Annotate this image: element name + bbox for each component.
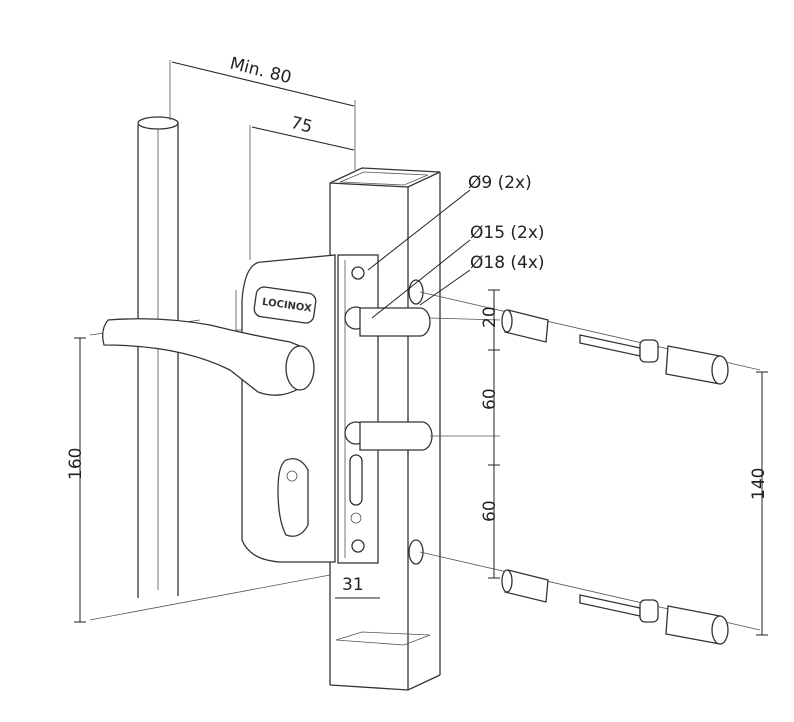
label-spacing-middle: 60 xyxy=(480,388,500,410)
label-post-width: 31 xyxy=(342,575,364,595)
label-handle-height: 160 xyxy=(66,448,86,480)
dimension-lines xyxy=(74,61,768,636)
lever-handle xyxy=(102,318,315,396)
label-hole-9: Ø9 (2x) xyxy=(468,173,532,193)
label-spacing-top: 20 xyxy=(480,306,500,328)
label-spacing-bottom: 60 xyxy=(480,500,500,522)
label-fixing-span: 140 xyxy=(749,468,769,500)
round-pole xyxy=(137,116,179,598)
label-hole-15: Ø15 (2x) xyxy=(470,223,545,243)
fixing-sets xyxy=(419,291,761,645)
gate-lock: LOCINOX xyxy=(235,254,433,564)
label-depth: 75 xyxy=(289,113,315,138)
label-hole-18: Ø18 (4x) xyxy=(470,253,545,273)
